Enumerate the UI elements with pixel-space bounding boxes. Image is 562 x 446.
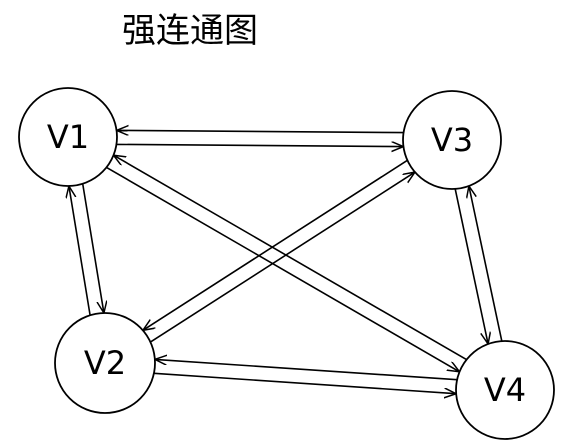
node-circle (455, 340, 555, 440)
node-label: V4 (484, 371, 526, 409)
node-v1: V1 (18, 87, 118, 187)
edge-v3-to-v4 (454, 188, 488, 344)
edge-v2-to-v4 (153, 372, 456, 393)
edge-v3-to-v2 (143, 159, 408, 330)
node-v3: V3 (402, 90, 502, 190)
edge-v1-to-v3 (116, 144, 403, 146)
node-circle (18, 87, 118, 187)
edge-v4-to-v1 (114, 155, 467, 361)
node-v2: V2 (54, 312, 156, 414)
diagram-title: 强连通图 (122, 11, 258, 51)
node-circle (402, 90, 502, 190)
node-v4: V4 (455, 340, 555, 440)
node-circle (54, 312, 156, 414)
edge-v1-to-v4 (106, 166, 460, 371)
node-group: V1 V2 V3 V4 (18, 87, 555, 440)
edge-v4-to-v2 (155, 359, 458, 381)
edge-v1-to-v2 (81, 183, 104, 313)
node-label: V3 (431, 121, 473, 159)
edge-v2-to-v1 (69, 186, 91, 316)
node-label: V2 (84, 344, 126, 382)
edge-v3-to-v1 (117, 130, 404, 132)
edge-v4-to-v3 (469, 186, 503, 342)
edge-v2-to-v3 (149, 172, 415, 343)
node-label: V1 (47, 118, 89, 156)
edge-group (69, 130, 503, 393)
